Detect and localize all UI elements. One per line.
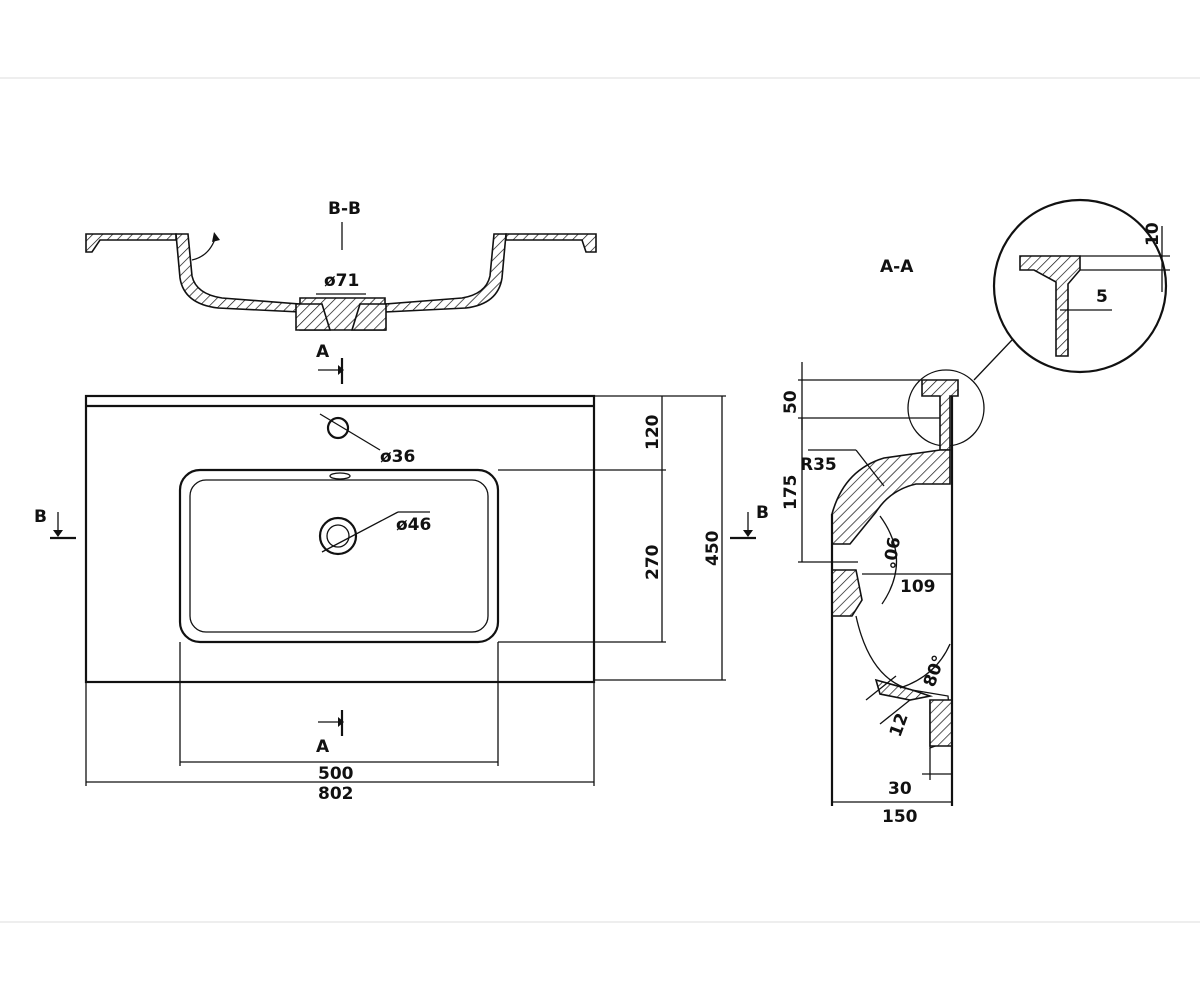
aa-radius-leader-diag — [855, 449, 885, 487]
bowl-inner — [189, 479, 489, 633]
detail-profile — [1019, 255, 1081, 357]
aa-angle-80-arc — [899, 643, 951, 689]
bb-angle-arrow — [212, 232, 220, 242]
aa-dim-50: 50 — [781, 390, 801, 414]
aa-dim-12-line-a — [865, 675, 897, 701]
bb-drain-right — [350, 303, 387, 331]
aa-front-rim — [831, 569, 863, 617]
aa-dim-175: 175 — [781, 475, 801, 511]
tap-hole-dim: ø36 — [380, 447, 415, 467]
plan-view: A ø36 ø46 B B A — [34, 342, 769, 804]
dim-120: 120 — [643, 414, 663, 450]
bb-drain-dim: ø71 — [324, 271, 359, 291]
tap-hole-leader — [319, 413, 381, 451]
bb-drain — [295, 303, 332, 331]
overflow-slot — [329, 472, 351, 480]
counter-outline — [84, 394, 596, 684]
bb-bowl-wall — [175, 233, 507, 331]
aa-dim-109: 109 — [900, 577, 936, 597]
cut-marker-b-right-arrowhead — [743, 530, 753, 537]
dim-500: 500 — [318, 764, 354, 784]
cut-marker-a-top-label: A — [316, 342, 330, 362]
aa-dim-12-line-b — [879, 699, 911, 725]
bb-right-rim — [505, 233, 597, 253]
aa-angle-90-arc — [879, 515, 898, 605]
section-aa-title: A-A — [880, 257, 914, 277]
drain-inner — [326, 524, 350, 548]
cut-marker-b-left-label: B — [34, 507, 47, 527]
aa-dim-12: 12 — [886, 711, 913, 740]
drain-dim: ø46 — [396, 515, 431, 535]
aa-dim-30: 30 — [888, 779, 912, 799]
cut-marker-b-left-arrowhead — [53, 530, 63, 537]
aa-radius: R35 — [800, 455, 837, 475]
tap-hole — [326, 416, 350, 440]
aa-bottom-lip — [874, 678, 934, 701]
detail-link-line — [973, 339, 1013, 381]
aa-dim-150: 150 — [882, 807, 918, 827]
aa-drain — [929, 699, 953, 747]
drain-leader — [321, 511, 399, 553]
drain-outer — [318, 516, 358, 556]
cut-marker-a-top-arrowhead — [338, 365, 344, 375]
section-aa: A-A 10 5 50 175 R35 90° — [781, 198, 1170, 827]
aa-angle-80: 80° — [920, 653, 950, 690]
detail-circle — [992, 198, 1168, 374]
detail-dim-10: 10 — [1143, 222, 1163, 246]
dim-802: 802 — [318, 784, 354, 804]
aa-bowl-top — [831, 449, 951, 545]
cut-marker-a-bottom-label: A — [316, 737, 330, 757]
dim-450: 450 — [703, 530, 723, 566]
bowl-outer — [178, 468, 500, 644]
section-bb: B-B ø71 — [85, 199, 597, 331]
bb-angle-arc — [191, 235, 217, 261]
bb-left-rim — [85, 233, 177, 253]
cut-marker-a-bottom-arrowhead — [338, 717, 344, 727]
section-bb-title: B-B — [328, 199, 361, 219]
aa-angle-90: 90° — [877, 535, 902, 570]
detail-dim-5: 5 — [1096, 287, 1108, 307]
cut-marker-b-right-label: B — [756, 503, 769, 523]
dim-270: 270 — [643, 544, 663, 580]
